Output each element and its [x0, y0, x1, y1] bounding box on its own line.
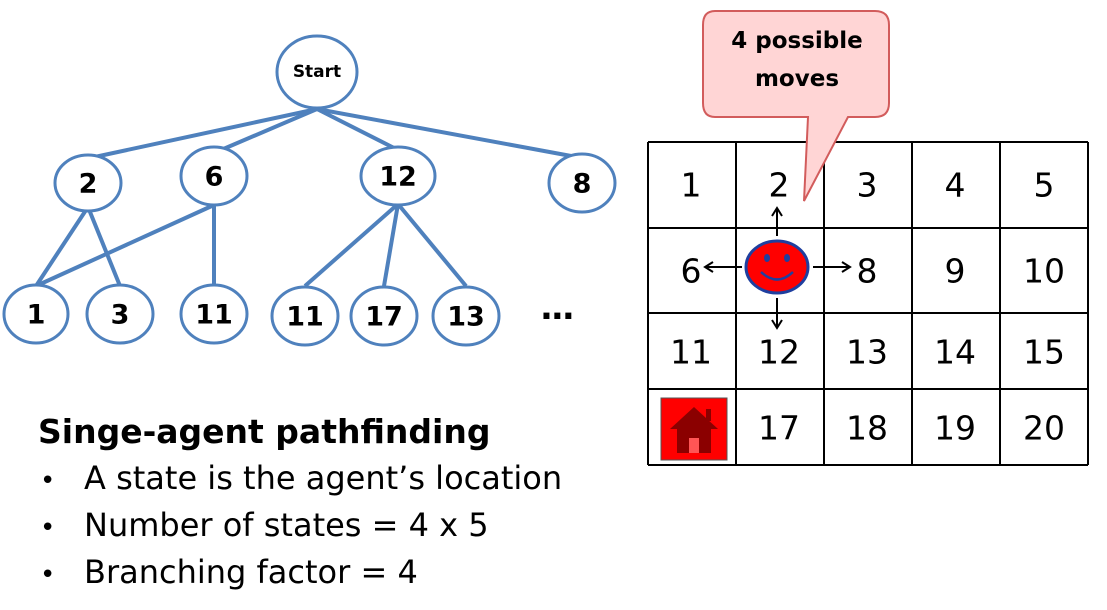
- tree-node-12: [359, 145, 437, 207]
- node-label: 11: [195, 300, 233, 331]
- house-icon: [660, 397, 728, 461]
- tree-node-11: [270, 285, 340, 347]
- node-label: 12: [379, 162, 417, 193]
- tree-node-8: [547, 152, 617, 214]
- bullet-item: • A state is the agent’s location: [40, 458, 562, 505]
- bullet-list: • A state is the agent’s location • Number…: [40, 458, 562, 599]
- callout-line-2: moves: [755, 66, 839, 92]
- grid-cell: 3: [857, 166, 878, 205]
- grid-cell: 2: [769, 166, 790, 205]
- grid-cell: 5: [1034, 166, 1055, 205]
- node-label: 11: [286, 302, 324, 333]
- bullet-icon: •: [40, 466, 56, 496]
- smiley-face-icon: [744, 239, 810, 295]
- node-label: 13: [447, 302, 485, 333]
- callout-line-1: 4 possible: [731, 28, 863, 54]
- tree-node-13: [431, 285, 501, 347]
- grid-world: 1 2 3 4 5 6 8 9 10 11 12 13 14 15 17 18 …: [647, 141, 1089, 466]
- grid-cell: 9: [945, 252, 966, 291]
- tree-node-2: [53, 153, 123, 213]
- tree-node-start: [275, 34, 359, 110]
- bullet-icon: •: [40, 560, 56, 590]
- grid-cell: 10: [1023, 252, 1065, 291]
- tree-edges: [34, 107, 583, 288]
- search-tree: Start 2 6 12 8 1 3 11 11 17 13: [2, 34, 617, 347]
- bullet-item: • Branching factor = 4: [40, 552, 562, 599]
- grid-cell: 4: [945, 166, 966, 205]
- tree-node-17: [349, 285, 419, 347]
- callout-bubble: 4 possible moves: [702, 10, 890, 202]
- node-label: 8: [573, 169, 592, 200]
- section-title: Singe-agent pathfinding: [38, 412, 491, 451]
- bullet-icon: •: [40, 513, 56, 543]
- tree-node-3: [85, 283, 155, 345]
- node-label: 2: [79, 169, 98, 200]
- grid-cell: 8: [857, 252, 878, 291]
- grid-cell: 13: [846, 333, 888, 372]
- tree-ellipsis: ...: [540, 288, 575, 328]
- grid-cell: 14: [934, 333, 976, 372]
- node-label-start: Start: [293, 62, 341, 82]
- tree-node-6: [179, 145, 249, 207]
- tree-node-11: [179, 283, 249, 345]
- bullet-text: Number of states = 4 x 5: [84, 506, 489, 544]
- grid-cell: 12: [758, 333, 800, 372]
- grid-cell: 18: [846, 409, 888, 448]
- bullet-item: • Number of states = 4 x 5: [40, 505, 562, 552]
- grid-cell: 20: [1023, 409, 1065, 448]
- grid-cell: 15: [1023, 333, 1065, 372]
- node-label: 17: [365, 302, 403, 333]
- bullet-text: A state is the agent’s location: [84, 459, 563, 497]
- grid-cell: 19: [934, 409, 976, 448]
- grid-cell: 1: [681, 166, 702, 205]
- tree-node-1: [2, 283, 70, 345]
- node-label: 1: [27, 300, 46, 331]
- node-label: 6: [205, 162, 224, 193]
- bullet-text: Branching factor = 4: [84, 553, 418, 591]
- grid-cell: 17: [758, 409, 800, 448]
- node-label: 3: [111, 300, 130, 331]
- grid-cell: 11: [670, 333, 712, 372]
- grid-cell: 6: [681, 252, 702, 291]
